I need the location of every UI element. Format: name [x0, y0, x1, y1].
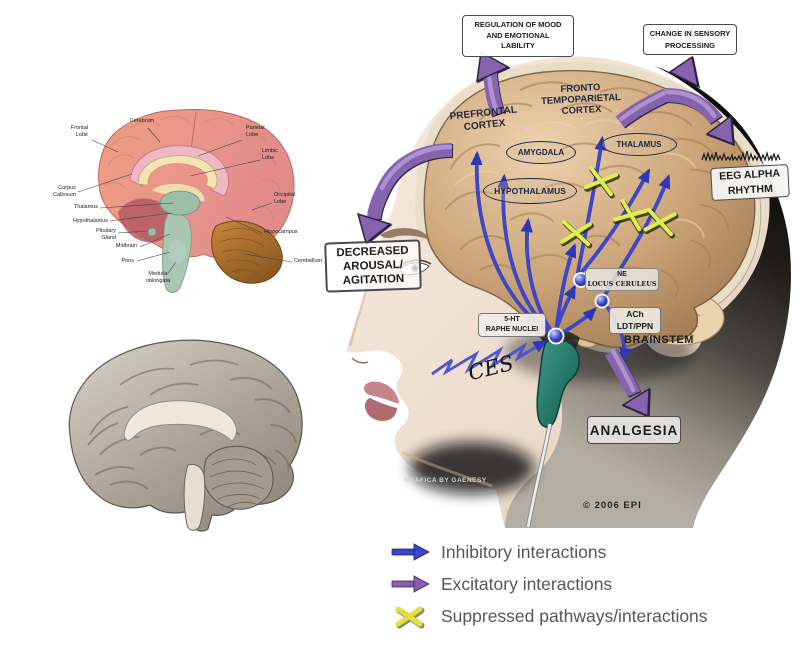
engraving-gyri: [87, 359, 297, 490]
legend-item-excitatory: Excitatory interactions: [390, 572, 612, 596]
cerebellum-shape: [211, 220, 283, 284]
label-midbrain: Midbrain: [115, 243, 137, 249]
label-limbic-lobe: Limbic Lobe: [262, 148, 278, 161]
suppressed-x-icon: [395, 606, 425, 629]
excitatory-arrowhead-downleft: [356, 212, 392, 245]
oval-hypothalamus: HYPOTHALAMUS: [483, 178, 577, 204]
ces-bolt: [431, 339, 548, 376]
label-cerebellum: Cerebellum: [294, 258, 323, 264]
nostril: [351, 357, 369, 364]
lower-lip: [365, 398, 397, 421]
excitatory-arrowhead-analgesia: [621, 387, 650, 418]
engraving-cerebellum: [203, 445, 274, 510]
engraving-corpus-callosum: [123, 400, 237, 442]
ces-device: [536, 338, 580, 428]
anatomy-illustration: [77, 109, 295, 293]
label-pituitary-gland: Pituitary Gland: [96, 228, 116, 241]
box-locus-ceruleus: NE LOCUS CERULEUS: [585, 268, 659, 291]
box-ach-ldt-ppn: ACh LDT/PPN: [609, 307, 661, 334]
head-back-shadow: [505, 66, 791, 528]
locus-ceruleus-label: LOCUS CERULEUS: [587, 279, 657, 288]
label-hypothalamus: Hypothalamus: [72, 218, 108, 224]
anatomy-figure: Cerebrum Frontal Lobe Parietal Lobe Limb…: [40, 80, 322, 305]
excitatory-arrows: [356, 50, 734, 418]
cerebellum-striations: [219, 228, 265, 275]
ne-label: NE: [617, 271, 627, 279]
label-medulla: Medulla oblongata: [145, 271, 171, 284]
leader-lines: [77, 127, 293, 274]
label-frontal-lobe: Frontal Lobe: [70, 125, 88, 138]
label-corpus-callosum: Corpus Callosum: [53, 185, 76, 198]
label-brainstem: BRAINSTEM: [624, 334, 694, 346]
engraving-cerebellum-hatch: [209, 458, 265, 508]
thalamus-shape: [159, 190, 201, 216]
eeg-waveform: [701, 150, 781, 163]
label-occipital-lobe: Occipital Lobe: [274, 192, 296, 205]
head-illustration: [346, 50, 791, 528]
central-sulcus: [190, 111, 197, 151]
pons-shape: [168, 240, 186, 264]
inhibitory-arrow-icon: [391, 543, 430, 561]
engraving-brainstem: [183, 464, 206, 531]
nuclei-nodes: [547, 272, 610, 345]
legend-item-inhibitory: Inhibitory interactions: [390, 540, 606, 564]
label-pons: Pons: [121, 258, 134, 264]
label-credit: GRAFICA BY GAENESY: [404, 477, 487, 484]
label-thalamus: Thalamus: [73, 204, 98, 210]
temporal-region: [118, 198, 175, 243]
device-wire: [526, 423, 552, 528]
legend-label-excitatory: Excitatory interactions: [441, 573, 613, 594]
jaw-shading: [401, 450, 493, 488]
eyebrow: [380, 227, 430, 240]
excitatory-arrowhead-upright: [668, 55, 700, 88]
legend-item-suppressed: Suppressed pathways/interactions: [390, 604, 708, 629]
box-change-in-sensory: CHANGE IN SENSORY PROCESSING: [643, 24, 737, 55]
oval-amygdala: AMYGDALA: [506, 141, 576, 164]
pituitary-shape: [147, 227, 157, 237]
label-hippocampus: Hippocampus: [264, 229, 298, 235]
excitatory-arrowhead-upleft: [476, 50, 510, 83]
box-raphe-nuclei: 5-HT RAPHE NUCLEI: [478, 313, 546, 337]
legend-label-inhibitory: Inhibitory interactions: [441, 541, 607, 562]
suppressed-x-marks: [560, 165, 679, 249]
label-fronto-temporparietal: FRONTO TEMPOPARIETAL CORTEX: [540, 81, 622, 117]
upper-lip: [363, 381, 399, 404]
box-eeg-alpha-rhythm: EEG ALPHA RHYTHM: [710, 163, 790, 202]
box-regulation-of-mood: REGULATION OF MOOD AND EMOTIONAL LABILIT…: [462, 15, 574, 57]
oval-thalamus: THALAMUS: [601, 133, 677, 156]
label-parietal-lobe: Parietal Lobe: [246, 125, 265, 138]
excitatory-arrowhead-downright: [705, 114, 734, 146]
jaw-shadow: [410, 442, 534, 494]
corpus-callosum-shape: [137, 155, 218, 190]
box-analgesia: ANALGESIA: [587, 416, 681, 444]
box-decreased-arousal: DECREASED AROUSAL/ AGITATION: [324, 239, 422, 293]
legend-label-suppressed: Suppressed pathways/interactions: [441, 605, 708, 626]
excitatory-arrow-icon: [391, 575, 430, 593]
label-copyright: © 2006 EPI: [583, 500, 642, 511]
engraving-brain-illustration: [68, 339, 303, 532]
label-cerebrum: Cerebrum: [129, 118, 155, 124]
